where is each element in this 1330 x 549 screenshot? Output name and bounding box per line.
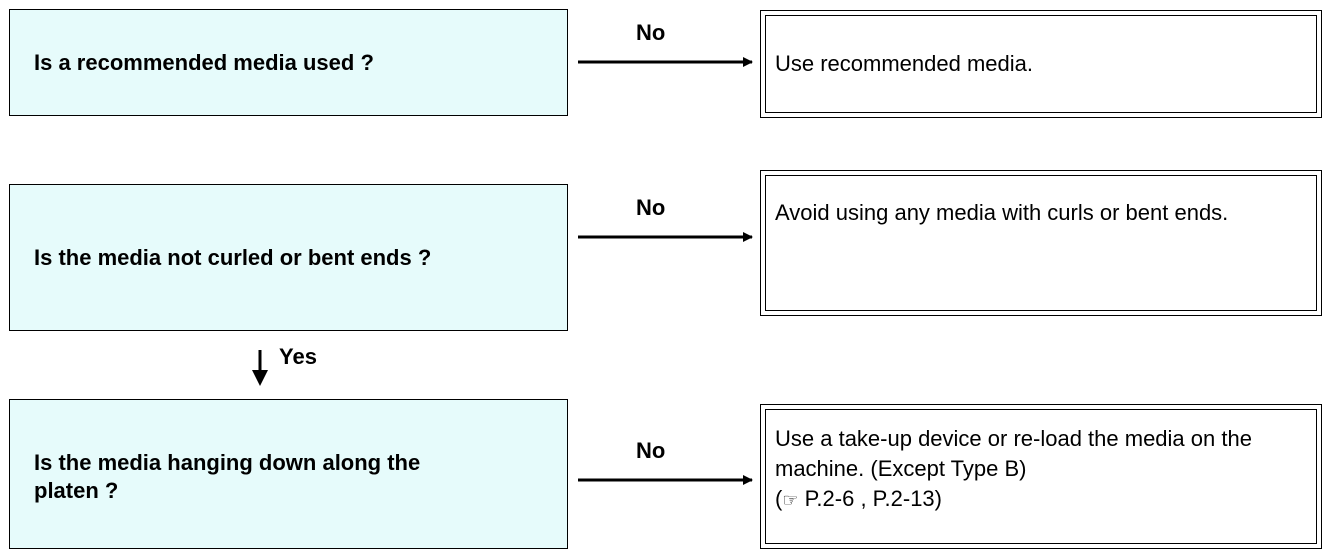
reference-hand-icon: ☞ bbox=[782, 490, 799, 510]
arrow-yes-head bbox=[252, 370, 268, 386]
edge-label-yes: Yes bbox=[279, 344, 317, 369]
answer-text-3: Use a take-up device or re-load the medi… bbox=[775, 426, 1252, 481]
answer-box-2: Avoid using any media with curls or bent… bbox=[760, 170, 1322, 316]
edge-label-no-1: No bbox=[636, 20, 666, 45]
question-text-2: Is the media not curled or bent ends ? bbox=[34, 244, 432, 270]
answer-text-2: Avoid using any media with curls or bent… bbox=[775, 200, 1229, 225]
question-box-1: Is a recommended media used ? bbox=[9, 9, 568, 116]
question-box-2: Is the media not curled or bent ends ? bbox=[9, 184, 568, 331]
answer-text-1: Use recommended media. bbox=[775, 51, 1034, 76]
question-box-3: Is the media hanging down along the plat… bbox=[9, 399, 568, 549]
edge-label-no-3: No bbox=[636, 438, 666, 463]
answer-ref-pages[interactable]: P.2-6 , P.2-13 bbox=[804, 486, 935, 511]
edge-label-no-2: No bbox=[636, 195, 666, 220]
question-text-3: Is the media hanging down along the plat… bbox=[34, 450, 421, 503]
answer-ref-3: (☞ P.2-6 , P.2-13) bbox=[775, 486, 942, 511]
answer-box-3: Use a take-up device or re-load the medi… bbox=[760, 404, 1322, 549]
answer-box-1: Use recommended media. bbox=[760, 10, 1322, 118]
question-text-1: Is a recommended media used ? bbox=[34, 49, 374, 75]
